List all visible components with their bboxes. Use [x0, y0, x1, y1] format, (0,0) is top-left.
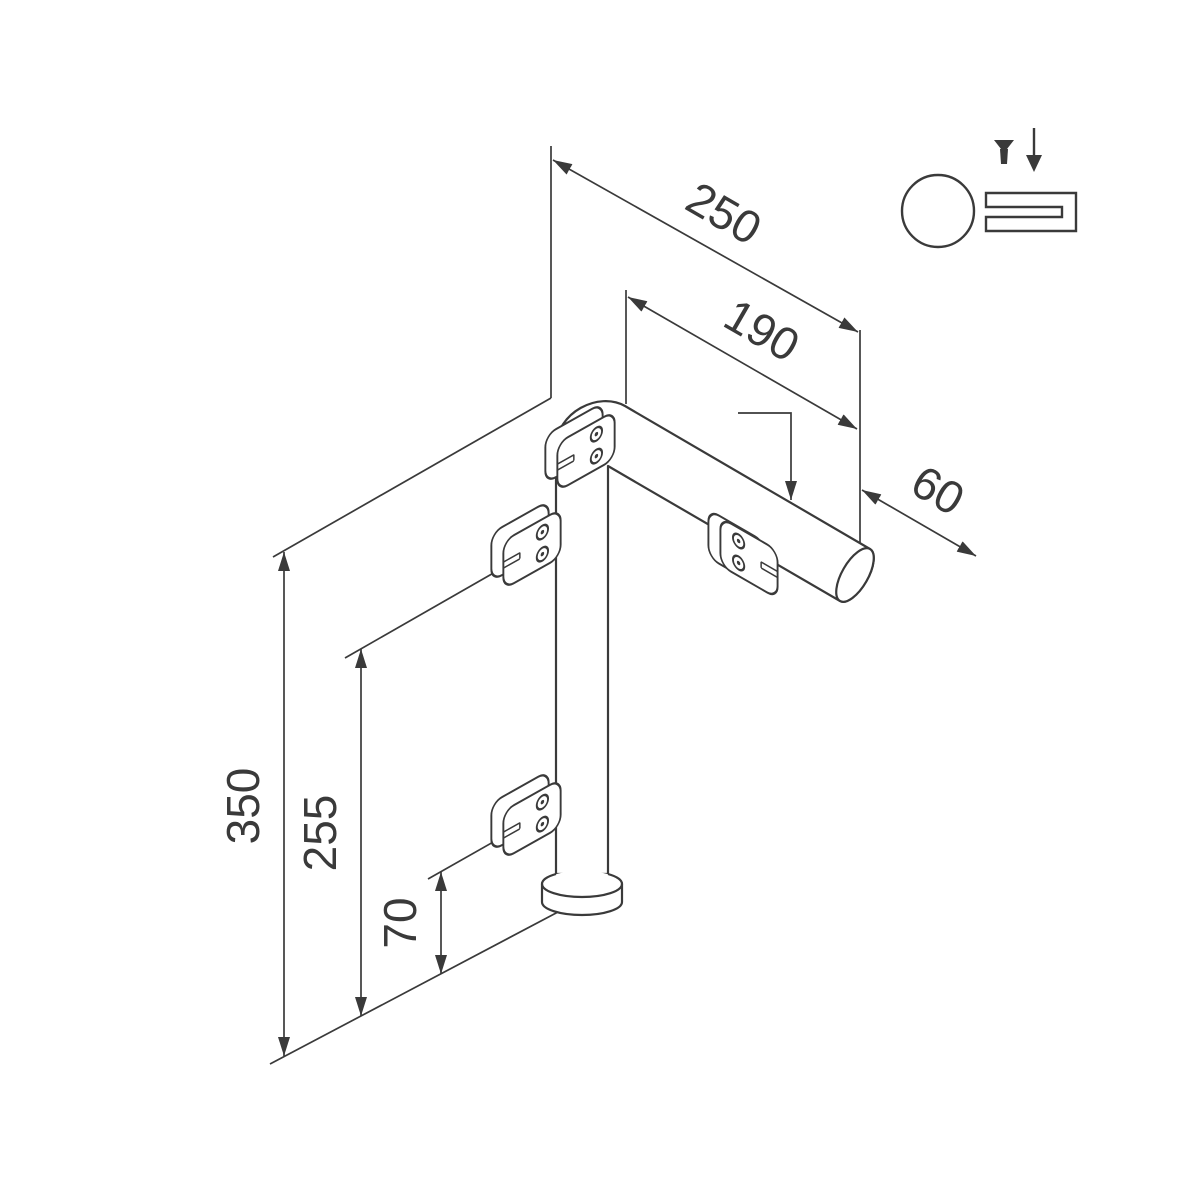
clamp-glass-slot	[503, 551, 521, 569]
glass-clamp-lower-left	[490, 774, 562, 856]
corner-post-assembly	[540, 400, 875, 917]
label-inner-width: 190	[716, 288, 808, 371]
extension-line-base	[269, 911, 559, 1065]
clamp-glass-slot	[503, 821, 521, 839]
flange-bottom-rim	[540, 901, 624, 917]
flange-sides	[540, 884, 624, 902]
mounting-detail-icon	[900, 128, 1078, 249]
screw-icon	[994, 140, 1014, 164]
extension-line-wall-top	[272, 397, 552, 558]
tube-cross-section-icon	[900, 173, 976, 249]
base-flange	[540, 871, 624, 917]
label-end-offset: 60	[903, 455, 973, 526]
tube-end-cap	[835, 547, 875, 603]
clamp-glass-slot	[760, 561, 778, 579]
glass-clamp-top	[544, 406, 616, 488]
label-inner-height: 255	[294, 795, 346, 872]
dimension-inner-width	[625, 290, 858, 430]
glass-clamp-upper-left	[490, 504, 562, 586]
dimension-end-offset	[861, 489, 977, 557]
dimension-line-inner-width	[627, 296, 858, 430]
insert-direction-arrow-icon	[1026, 128, 1042, 172]
reference-leader-arrow	[738, 412, 797, 500]
label-overall-height: 350	[217, 768, 269, 845]
dimension-line-end-offset	[861, 489, 977, 557]
glass-clamp-profile-icon	[984, 191, 1078, 233]
label-base-offset: 70	[374, 897, 426, 948]
clamp-glass-slot	[557, 453, 575, 471]
flange-top-rim	[540, 872, 624, 899]
glass-clamp-tube	[707, 512, 779, 596]
dimension-overall-height	[269, 397, 559, 1065]
label-overall-width: 250	[678, 171, 770, 254]
post-and-tube-outline	[554, 400, 875, 876]
